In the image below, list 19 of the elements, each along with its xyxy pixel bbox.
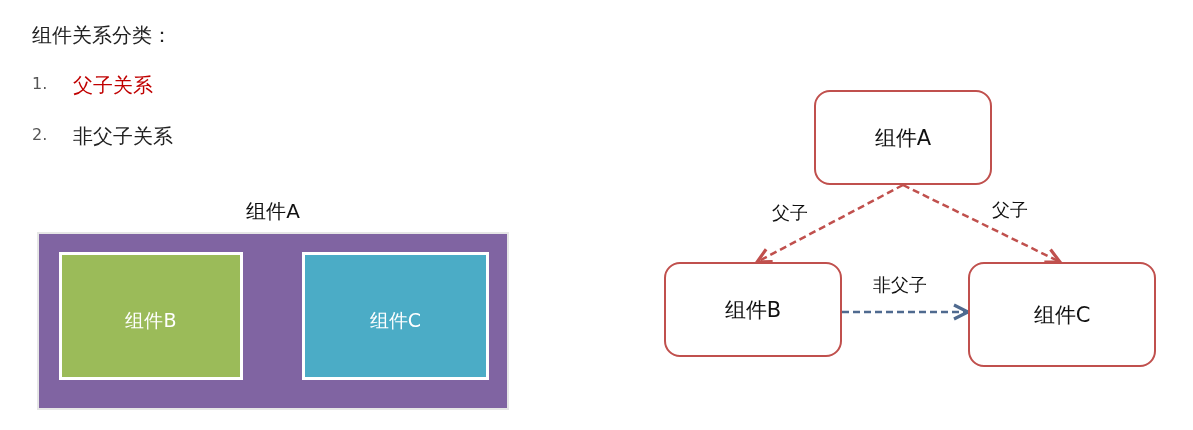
node-label: 组件A xyxy=(874,124,932,152)
component-box xyxy=(814,90,992,185)
list-item: 非父子关系 xyxy=(73,123,173,150)
group-title: 组件A xyxy=(246,198,300,225)
component-box xyxy=(59,252,243,380)
list-item: 父子关系 xyxy=(73,72,153,99)
heading-text: 组件关系分类： xyxy=(32,22,172,49)
dashed-arrow xyxy=(842,303,970,321)
component-box xyxy=(664,262,842,357)
node-label: 组件C xyxy=(369,308,422,333)
dashed-arrow xyxy=(902,183,1062,264)
node-label: 组件B xyxy=(125,308,177,333)
node-label: 组件C xyxy=(1033,301,1091,329)
component-box xyxy=(302,252,489,380)
dashed-arrow xyxy=(755,183,904,264)
component-box xyxy=(968,262,1156,367)
node-label: 组件B xyxy=(724,296,782,324)
list-number: 1. xyxy=(32,74,48,93)
list-number: 2. xyxy=(32,125,48,144)
